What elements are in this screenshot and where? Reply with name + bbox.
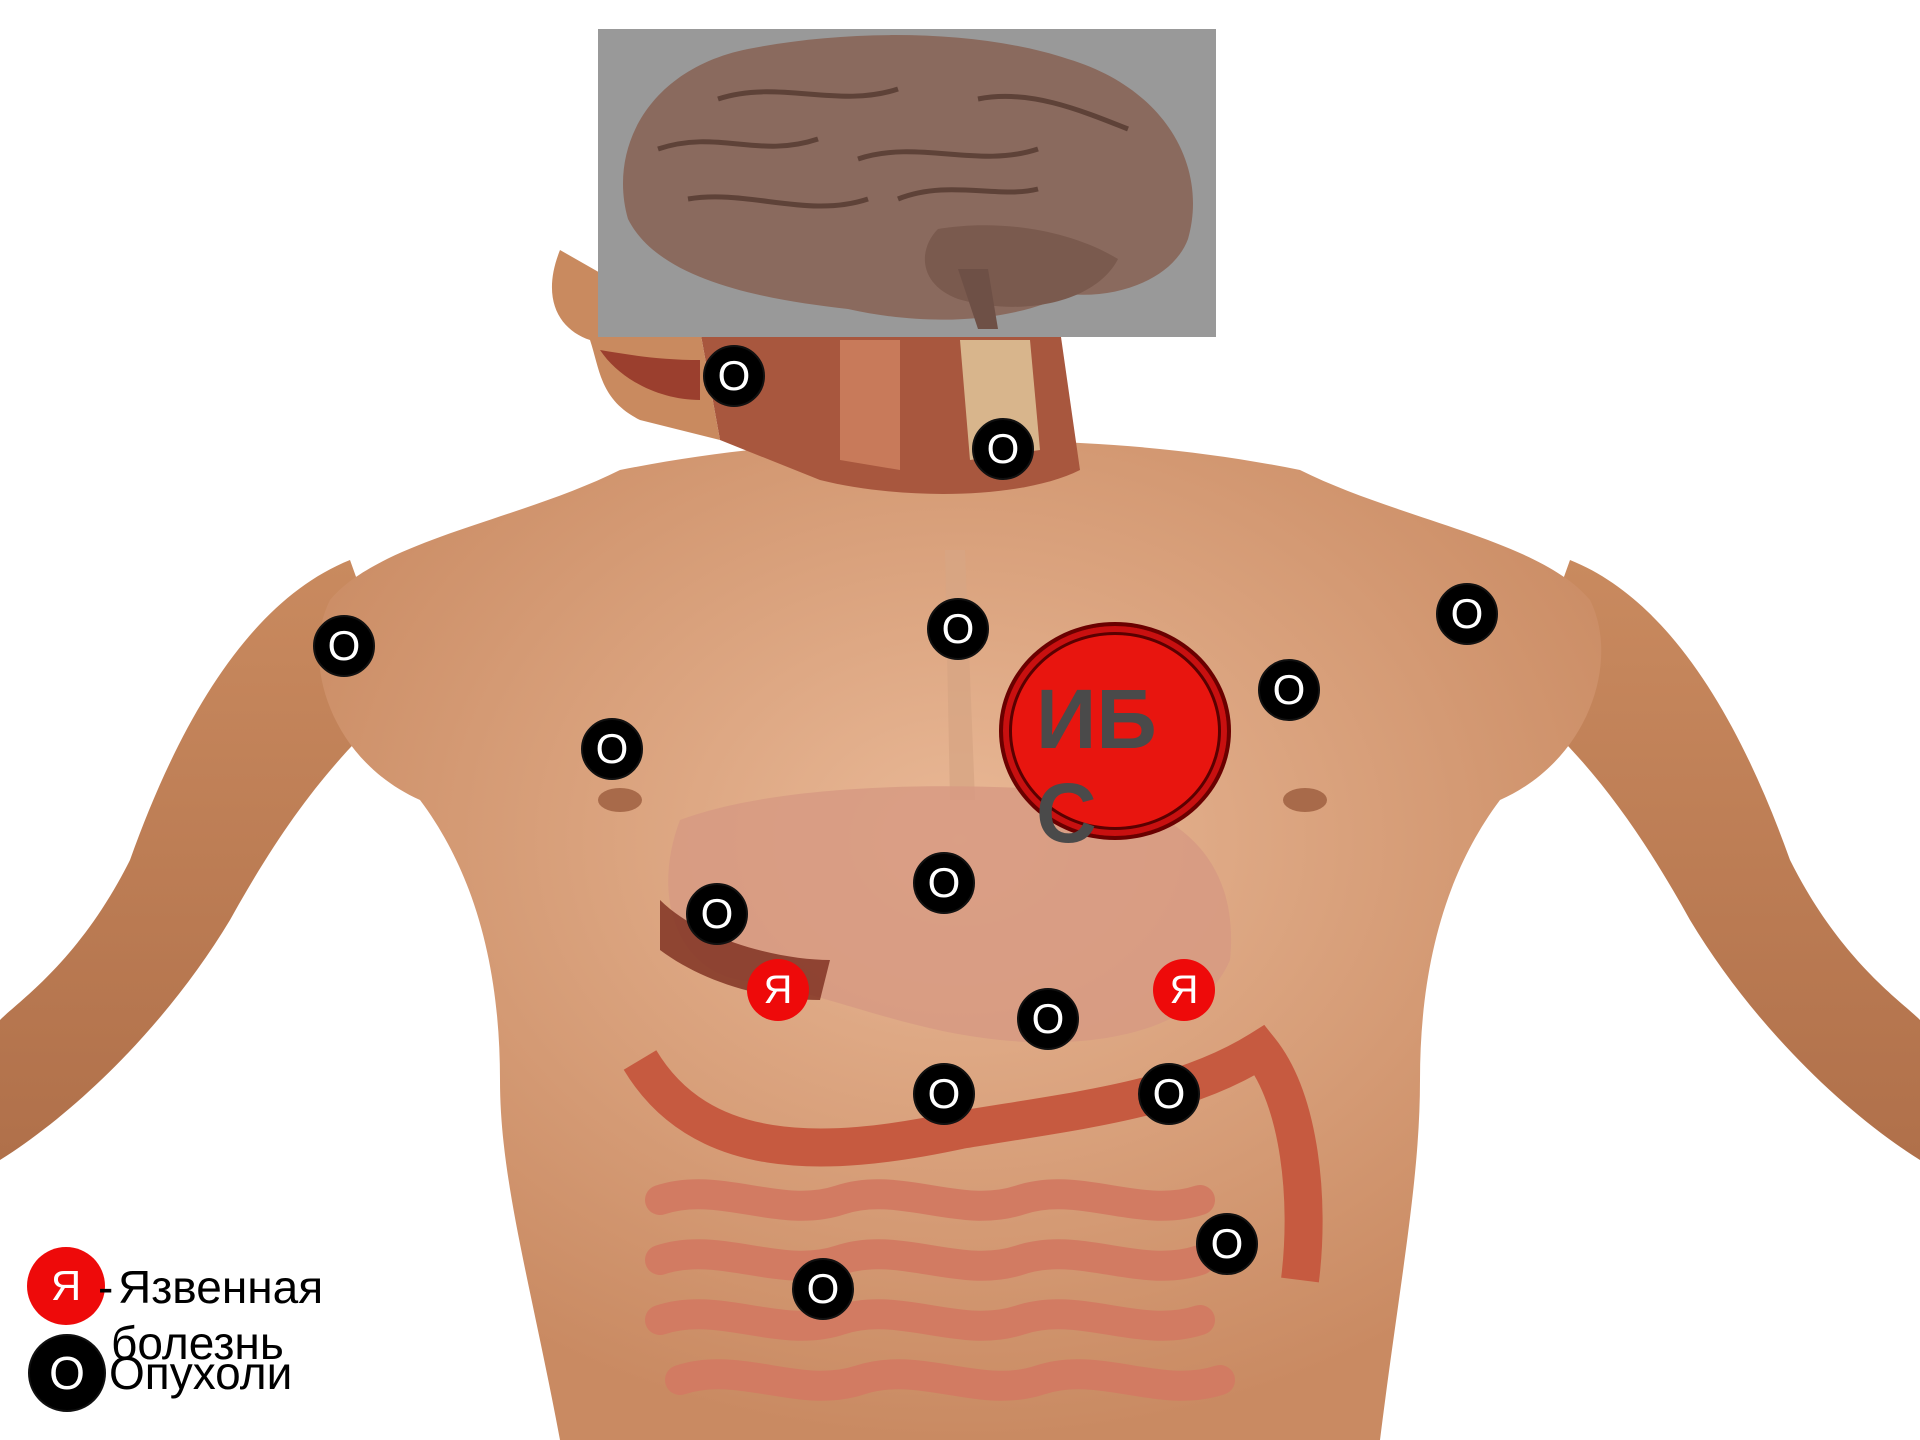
legend-ulcer-dash: - (98, 1264, 113, 1310)
brain-icon (598, 29, 1216, 337)
tumor-marker-stomach[interactable]: О (1017, 988, 1079, 1050)
tumor-marker-upper-abdomen[interactable]: О (913, 852, 975, 914)
tumor-marker-liver[interactable]: О (686, 883, 748, 945)
tumor-marker-colon-left[interactable]: О (1138, 1063, 1200, 1125)
tumor-marker-right-chest[interactable]: О (581, 718, 643, 780)
tumor-marker-mouth[interactable]: О (703, 345, 765, 407)
ibs-label: ИБС (1036, 672, 1176, 860)
legend-tumor-symbol: О (28, 1334, 106, 1412)
tumor-marker-lower-left[interactable]: О (1196, 1213, 1258, 1275)
tumor-marker-left-chest[interactable]: О (1258, 659, 1320, 721)
tumor-marker-throat[interactable]: О (972, 418, 1034, 480)
legend-ulcer-symbol: Я (27, 1247, 105, 1325)
legend-ulcer-line1: Язвенная (118, 1264, 323, 1310)
tumor-marker-sternum[interactable]: О (927, 598, 989, 660)
legend-tumor-text: Опухоли (109, 1350, 292, 1396)
tumor-marker-left-shoulder[interactable]: О (1436, 583, 1498, 645)
tumor-marker-colon-center[interactable]: О (913, 1063, 975, 1125)
ulcer-marker-duodenum[interactable]: Я (747, 959, 809, 1021)
tumor-marker-intestine[interactable]: О (792, 1258, 854, 1320)
tumor-marker-right-arm[interactable]: О (313, 615, 375, 677)
brain-image (598, 29, 1216, 337)
ulcer-marker-stomach[interactable]: Я (1153, 959, 1215, 1021)
